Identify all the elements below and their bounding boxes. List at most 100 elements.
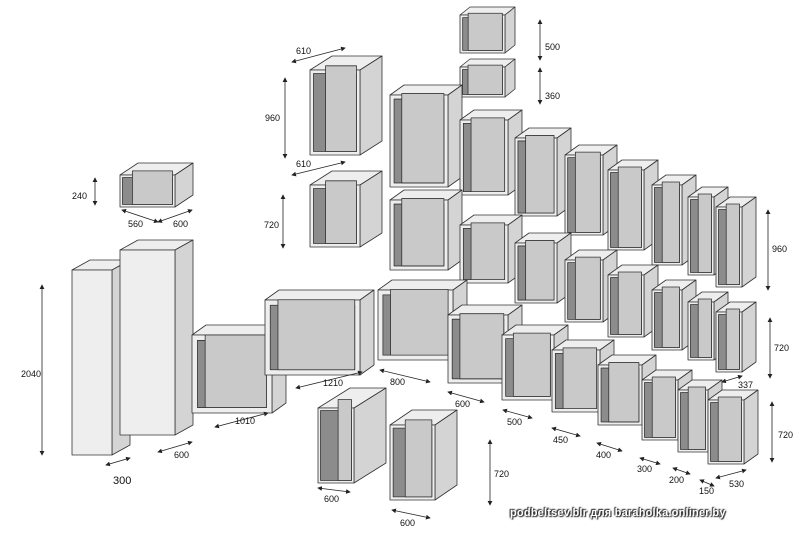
dim-label-720-base: 720: [778, 430, 794, 440]
dim-label-500-base: 500: [507, 417, 523, 427]
corner-wall-cabinet-960-back: [325, 65, 357, 152]
wall-cabinet-720-6-back: [697, 298, 712, 358]
corner-wall-cabinet-960-side: [359, 55, 383, 156]
dim-label-600-oven: 600: [400, 518, 416, 528]
dim-label-450: 450: [553, 435, 569, 445]
corner-base-cabinet-1010-back: [204, 334, 267, 408]
dim-label-300-tall: 300: [113, 475, 132, 487]
wall-cabinet-720-7-back: [725, 308, 740, 370]
wall-cabinet-720-2: [514, 232, 572, 304]
dim-line-1210: [295, 370, 363, 390]
wall-cabinet-960-4: [607, 159, 659, 251]
dim-label-500: 500: [545, 42, 561, 52]
wall-cabinet-720-7: [715, 301, 757, 373]
dim-label-720-wall: 720: [774, 343, 790, 353]
oven-base-cabinet-back: [404, 419, 433, 498]
dim-label-300-base: 300: [637, 464, 653, 474]
base-cabinet-0-top: [377, 279, 468, 291]
wall-cabinet-720-4: [607, 264, 659, 338]
dim-label-610-mid: 610: [296, 159, 312, 169]
dim-label-600-tall: 600: [174, 450, 190, 460]
dim-label-240: 240: [72, 191, 88, 201]
dim-line-200: [672, 467, 691, 475]
sink-base-cabinet: [317, 387, 387, 484]
base-cabinet-5-back: [651, 376, 676, 438]
dim-line-610-mid: [291, 160, 346, 177]
wall-cabinet-720-3-back: [574, 256, 601, 320]
dim-label-720-corner: 720: [264, 220, 280, 230]
dim-line-800: [379, 368, 431, 384]
wall-cabinet-960-7-side: [741, 196, 757, 288]
wall-cabinet-720-1: [459, 214, 523, 284]
dim-line-1010: [214, 411, 269, 429]
hood-cabinet-240-back: [131, 170, 173, 205]
dim-line-600-tall: [157, 440, 193, 454]
wall-cabinet-720-6: [687, 291, 729, 361]
dim-line-337: [721, 374, 743, 384]
base-cabinet-0-back: [390, 288, 449, 356]
corner-wall-cabinet-720: [309, 170, 383, 248]
wall-cabinet-960-1-back: [470, 117, 506, 193]
corner-base-cabinet-1210: [264, 289, 375, 376]
dim-label-400: 400: [596, 450, 612, 460]
dim-label-200: 200: [669, 475, 685, 485]
wall-cabinet-720-0: [389, 189, 463, 271]
watermark-text: podbeltsev.blr для baraholka.onliner.by: [510, 507, 726, 519]
wall-cabinet-960-0-back: [401, 93, 445, 184]
tall-column-600-side: [174, 239, 194, 436]
base-cabinet-3-back: [562, 347, 598, 410]
dim-label-720-oven: 720: [494, 469, 510, 479]
base-cabinet-1-back: [459, 313, 505, 380]
dim-line-500-base: [502, 408, 533, 420]
base-cabinet-7-back: [717, 396, 742, 462]
dim-label-1210: 1210: [323, 378, 344, 388]
dim-line-450: [551, 426, 581, 438]
wall-cabinet-960-2-back: [525, 135, 555, 214]
wall-cabinet-960-7: [715, 196, 757, 288]
wall-cabinet-360: [459, 58, 516, 98]
wall-cabinet-500-side: [504, 6, 516, 54]
dim-label-600-sink: 600: [324, 494, 340, 504]
hood-cabinet-240: [119, 162, 194, 208]
base-cabinet-7: [707, 389, 759, 465]
dim-line-610-top: [291, 46, 346, 64]
wall-cabinet-960-0: [389, 84, 463, 188]
tall-column-300-front: [71, 269, 113, 456]
wall-cabinet-720-2-back: [525, 240, 555, 301]
dim-label-960-wall: 960: [772, 244, 788, 254]
wall-cabinet-720-3: [564, 249, 618, 323]
wall-cabinet-960-3-back: [574, 151, 601, 233]
dim-label-960-corner: 960: [265, 113, 281, 123]
corner-base-cabinet-1210-back: [277, 299, 356, 371]
corner-wall-cabinet-960: [309, 55, 383, 156]
dim-label-800: 800: [390, 377, 406, 387]
dim-label-600-hood: 600: [173, 219, 189, 229]
dim-line-560: [121, 208, 159, 224]
dim-line-600-sink: [317, 486, 351, 494]
dim-line-600-hood: [157, 209, 193, 223]
wall-cabinet-360-back: [467, 64, 503, 95]
base-cabinet-6-back: [687, 386, 706, 450]
dim-label-560: 560: [128, 219, 144, 229]
corner-wall-cabinet-720-back: [325, 180, 357, 244]
dim-label-2040: 2040: [21, 369, 42, 379]
tall-column-600: [119, 239, 194, 436]
wall-cabinet-500: [459, 6, 516, 54]
oven-base-cabinet-side: [434, 409, 458, 501]
dim-line-150: [699, 479, 715, 487]
wall-cabinet-960-1: [459, 109, 523, 196]
tall-column-600-front: [119, 249, 176, 436]
wall-cabinet-720-7-side: [741, 301, 757, 373]
dim-line-300-tall: [105, 456, 131, 467]
dim-label-610-top: 610: [296, 46, 312, 56]
wall-cabinet-720-0-back: [401, 198, 445, 267]
wall-cabinet-960-2: [514, 127, 572, 217]
wall-cabinet-720-4-back: [617, 271, 642, 335]
dim-label-530: 530: [729, 479, 745, 489]
sink-base-cabinet-back: [337, 399, 352, 481]
dim-label-1010: 1010: [235, 416, 256, 426]
base-cabinet-2: [501, 324, 569, 401]
base-cabinet-7-side: [743, 389, 759, 465]
